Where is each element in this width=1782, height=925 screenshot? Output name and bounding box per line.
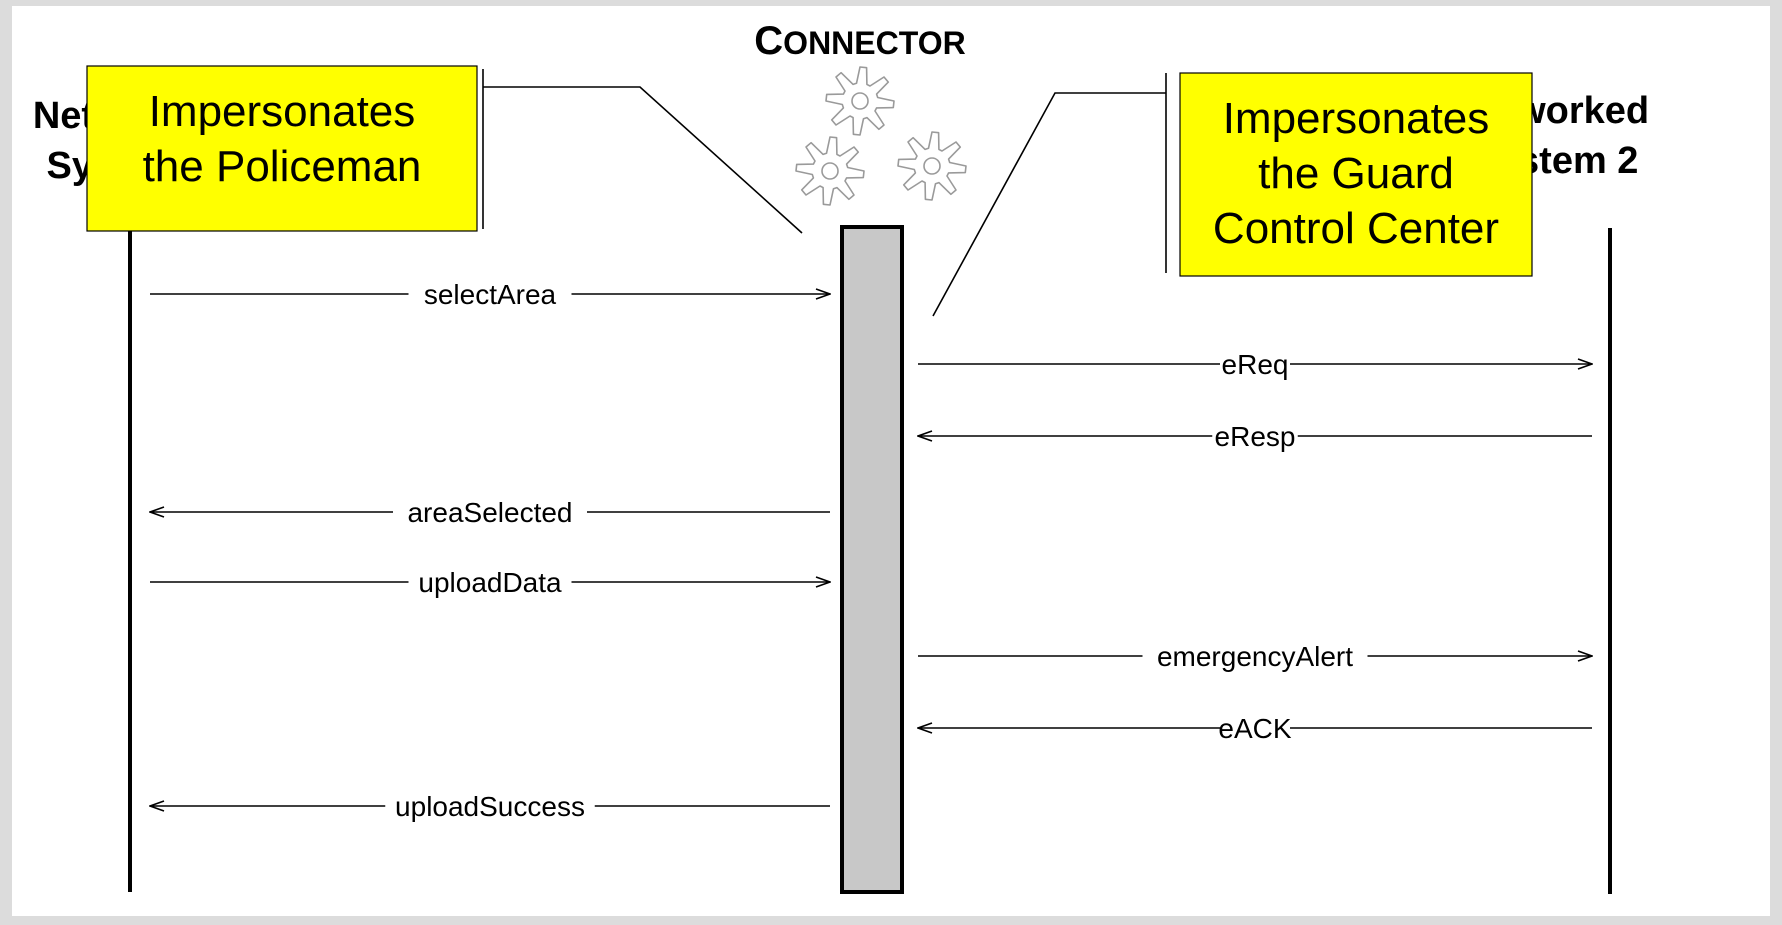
message-eResp: eResp [918, 418, 1592, 452]
message-label-bg [408, 276, 572, 308]
message-label: selectArea [424, 279, 557, 310]
gear-icon [825, 66, 895, 136]
connector-title: CONNECTOR [754, 19, 965, 63]
message-label-bg [1212, 418, 1298, 450]
message-label-bg [385, 788, 595, 820]
message-label: eReq [1222, 349, 1289, 380]
connector-gears [795, 66, 967, 206]
message-list: selectArea eReq eResp areaSelected uploadDat… [150, 276, 1592, 822]
diagram-canvas: CONNECTOR Networked System 1 Networked S… [12, 6, 1770, 916]
message-uploadSuccess: uploadSuccess [150, 788, 830, 822]
message-selectArea: selectArea [150, 276, 830, 310]
message-label-bg [1142, 638, 1368, 670]
message-label-bg [1220, 710, 1290, 742]
message-label: uploadSuccess [395, 791, 585, 822]
note-left-connector [483, 86, 803, 234]
message-label-bg [1220, 346, 1290, 378]
message-eReq: eReq [918, 346, 1592, 380]
note-right-line1: Impersonates [1223, 94, 1490, 143]
note-right: Impersonates the Guard Control Center [932, 72, 1533, 317]
note-left-line2: the Policeman [143, 142, 422, 191]
message-label: uploadData [418, 567, 562, 598]
note-right-line2: the Guard [1258, 149, 1454, 198]
note-right-connector [932, 92, 1166, 317]
message-label: areaSelected [407, 497, 572, 528]
note-right-box [1179, 72, 1533, 277]
gear-icon [897, 131, 967, 201]
sequence-diagram: CONNECTOR Networked System 1 Networked S… [33, 19, 1649, 894]
message-label-bg [408, 564, 572, 596]
note-left-box [86, 65, 478, 232]
connector-activation-bar [840, 225, 904, 894]
message-eACK: eACK [918, 710, 1592, 744]
note-left-line1: Impersonates [149, 87, 416, 136]
note-right-line3: Control Center [1213, 204, 1499, 253]
message-label: emergencyAlert [1157, 641, 1353, 672]
gear-icon [795, 136, 865, 206]
message-areaSelected: areaSelected [150, 494, 830, 528]
message-label: eACK [1218, 713, 1291, 744]
message-uploadData: uploadData [150, 564, 830, 598]
note-left: Impersonates the Policeman [86, 65, 803, 234]
message-label: eResp [1215, 421, 1296, 452]
message-label-bg [393, 494, 587, 526]
message-emergencyAlert: emergencyAlert [918, 638, 1592, 672]
